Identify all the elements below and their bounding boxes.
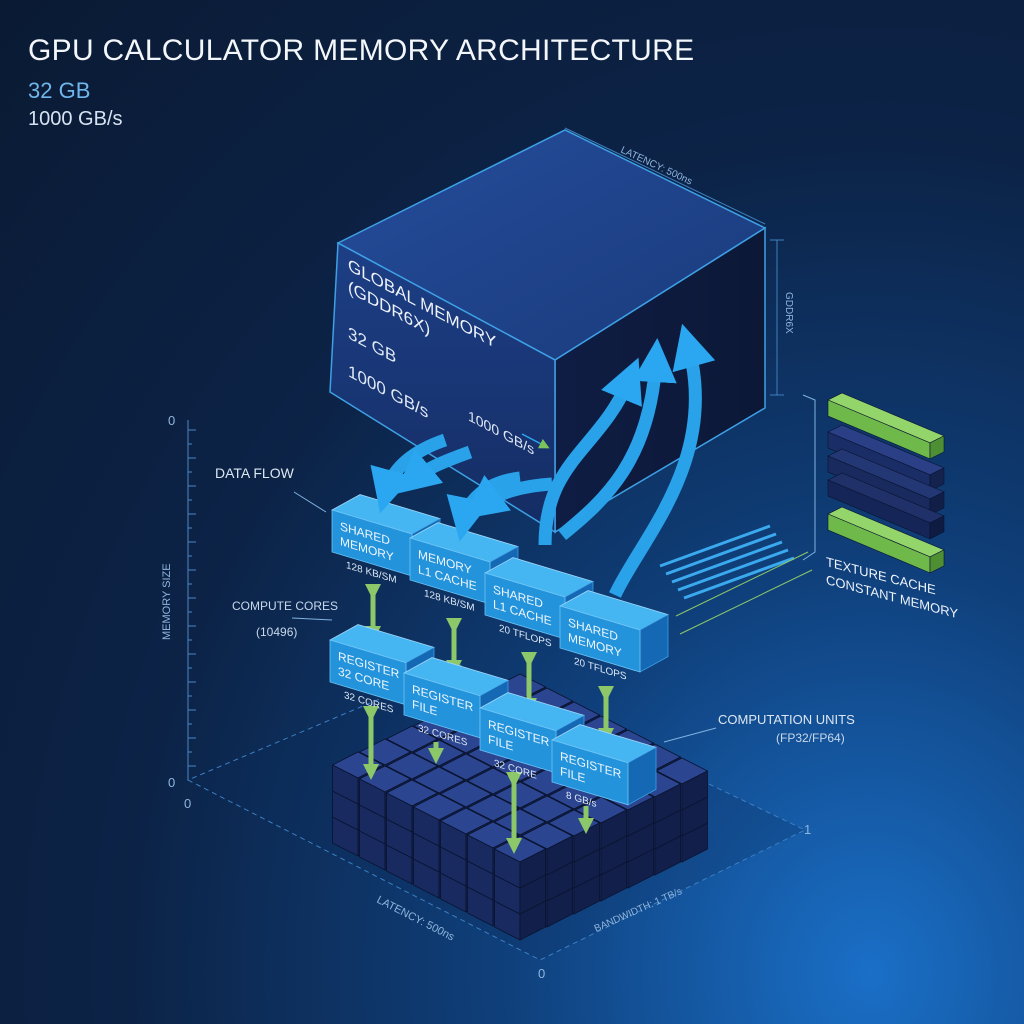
cache-slab bbox=[827, 392, 945, 460]
global-memory-block bbox=[329, 129, 767, 534]
cache-slab bbox=[827, 506, 945, 574]
axis-floor-right-label: 1 bbox=[804, 822, 811, 837]
header-capacity: 32 GB bbox=[28, 78, 91, 103]
axis-v-bottom-label: 0 bbox=[168, 775, 175, 790]
flow-arrow bbox=[538, 357, 642, 546]
compute-cores-label: COMPUTE CORES bbox=[232, 599, 338, 613]
flow-arrow bbox=[462, 475, 553, 520]
dimension-lines bbox=[564, 127, 784, 396]
compute-cores-count: (10496) bbox=[256, 625, 297, 639]
header-bandwidth: 1000 GB/s bbox=[28, 108, 123, 130]
axis-v-title: MEMORY SIZE bbox=[161, 563, 173, 640]
computation-units-sub: (FP32/FP64) bbox=[776, 731, 845, 745]
cache-stacks bbox=[827, 392, 945, 574]
flow-arrow bbox=[609, 323, 716, 598]
parallel-transfer-arrows bbox=[659, 524, 795, 600]
axis-floor-left-label: 0 bbox=[184, 796, 191, 811]
cache-bracket bbox=[675, 394, 816, 635]
bandwidth-arrow bbox=[521, 433, 550, 449]
green-link-arrows bbox=[362, 583, 615, 855]
gddr-side-label: GDDR6X bbox=[783, 292, 794, 334]
flow-arrow bbox=[395, 445, 473, 495]
data-flow-leader bbox=[293, 491, 327, 513]
compute-cores-leader bbox=[291, 617, 333, 621]
page-title: GPU CALCULATOR MEMORY ARCHITECTURE bbox=[28, 34, 695, 67]
computation-units-label: COMPUTATION UNITS bbox=[718, 712, 855, 727]
flow-arrow bbox=[557, 337, 677, 541]
cache-slab bbox=[827, 472, 945, 540]
vertical-axis bbox=[187, 420, 196, 780]
compute-core-grid bbox=[331, 673, 709, 941]
axis-floor-bottom-label: 0 bbox=[538, 966, 545, 981]
computation-units-leader bbox=[663, 727, 717, 743]
data-flow-label: DATA FLOW bbox=[215, 465, 295, 481]
data-flow-arrows bbox=[370, 323, 716, 598]
axis-v-top-label: 0 bbox=[168, 413, 175, 428]
